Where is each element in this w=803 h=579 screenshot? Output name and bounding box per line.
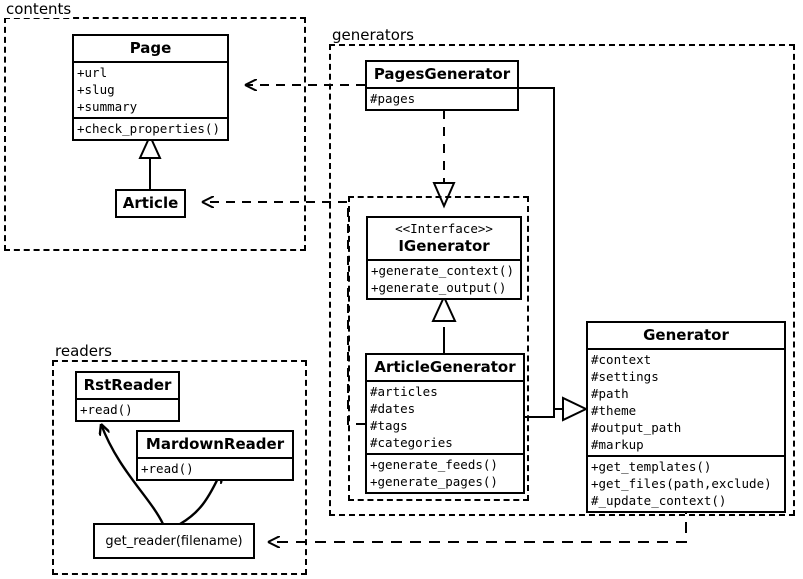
class-mardown-reader-operations: +read() — [138, 457, 292, 479]
attribute-row: #theme — [591, 403, 637, 418]
class-article-generator[interactable]: ArticleGenerator #articles #dates #tags … — [365, 353, 525, 494]
attribute-row: #dates — [370, 401, 416, 416]
operation-row: +generate_pages() — [370, 474, 498, 489]
class-generator-name: Generator — [643, 326, 729, 344]
operation-row: +read() — [80, 402, 133, 417]
attribute-row: #context — [591, 352, 652, 367]
attribute-row: #articles — [370, 384, 438, 399]
attribute-row: +url — [77, 65, 108, 80]
class-rst-reader-name: RstReader — [83, 376, 172, 394]
class-article-generator-name: ArticleGenerator — [374, 358, 516, 376]
attribute-row: #categories — [370, 435, 453, 450]
operation-row: +get_files(path,exclude) — [591, 476, 772, 491]
operation-row: +get_templates() — [591, 459, 712, 474]
attribute-row: #path — [591, 386, 629, 401]
class-pages-generator[interactable]: PagesGenerator #pages — [365, 60, 519, 111]
attribute-row: #markup — [591, 437, 644, 452]
package-generators-label: generators — [330, 26, 416, 44]
class-igenerator-name: <<Interface>> IGenerator — [368, 218, 520, 259]
class-generator-operations: +get_templates() +get_files(path,exclude… — [588, 455, 784, 511]
function-get-reader[interactable]: get_reader(filename) — [93, 523, 255, 559]
class-igenerator-stereotype: <<Interface>> — [395, 221, 493, 236]
class-page-attributes: +url +slug +summary — [74, 61, 227, 117]
class-generator[interactable]: Generator #context #settings #path #them… — [586, 321, 786, 513]
class-page-operations: +check_properties() — [74, 117, 227, 139]
class-generator-attributes: #context #settings #path #theme #output_… — [588, 348, 784, 455]
attribute-row: #tags — [370, 418, 408, 433]
operation-row: +check_properties() — [77, 121, 220, 136]
package-contents-label: contents — [4, 0, 74, 18]
package-readers — [52, 360, 307, 575]
package-generators — [329, 44, 795, 516]
class-article-generator-attributes: #articles #dates #tags #categories — [367, 380, 523, 453]
attribute-row: +summary — [77, 99, 138, 114]
class-pages-generator-name: PagesGenerator — [373, 65, 511, 83]
operation-row: +generate_context() — [371, 263, 514, 278]
operation-row: +generate_output() — [371, 280, 507, 295]
class-mardown-reader[interactable]: MardownReader +read() — [136, 430, 294, 481]
class-rst-reader-operations: +read() — [77, 398, 178, 420]
class-rst-reader[interactable]: RstReader +read() — [75, 371, 180, 422]
class-igenerator-title: IGenerator — [398, 237, 490, 255]
package-contents — [4, 17, 306, 251]
class-mardown-reader-name: MardownReader — [145, 435, 285, 453]
attribute-row: +slug — [77, 82, 115, 97]
attribute-row: #settings — [591, 369, 659, 384]
attribute-row: #output_path — [591, 420, 682, 435]
package-readers-label: readers — [53, 342, 114, 360]
class-igenerator[interactable]: <<Interface>> IGenerator +generate_conte… — [366, 216, 522, 300]
operation-row: +read() — [141, 461, 194, 476]
class-article-name: Article — [122, 194, 179, 212]
class-page[interactable]: Page +url +slug +summary +check_properti… — [72, 34, 229, 141]
class-pages-generator-attributes: #pages — [367, 87, 517, 109]
class-igenerator-operations: +generate_context() +generate_output() — [368, 259, 520, 298]
class-article[interactable]: Article — [115, 189, 186, 218]
class-article-generator-operations: +generate_feeds() +generate_pages() — [367, 453, 523, 492]
function-get-reader-label: get_reader(filename) — [105, 533, 243, 549]
operation-row: #_update_context() — [591, 493, 727, 508]
package-generators-inner-region — [348, 196, 529, 501]
operation-row: +generate_feeds() — [370, 457, 498, 472]
attribute-row: #pages — [370, 91, 416, 106]
class-page-name: Page — [129, 39, 172, 57]
